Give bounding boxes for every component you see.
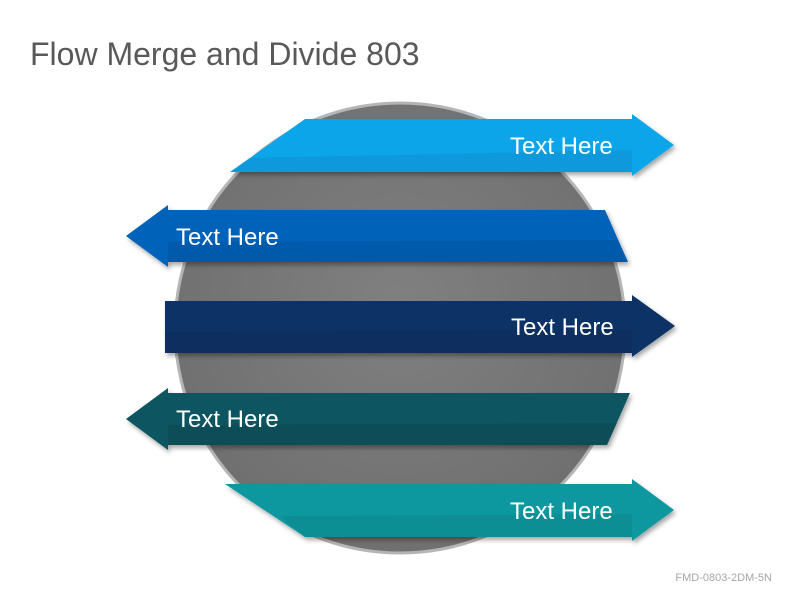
slide-title: Flow Merge and Divide 803 bbox=[30, 36, 420, 72]
arrow-3-lower-shade bbox=[165, 330, 632, 353]
arrow-4-lower-shade bbox=[168, 423, 617, 445]
arrow-1: Text Here bbox=[230, 114, 674, 176]
arrow-1-label: Text Here bbox=[510, 133, 613, 160]
arrow-2: Text Here bbox=[126, 205, 628, 267]
arrow-2-lower-shade bbox=[168, 240, 628, 262]
arrow-1-lower-shade bbox=[230, 150, 632, 172]
arrow-4: Text Here bbox=[126, 388, 630, 450]
arrow-5: Text Here bbox=[225, 479, 674, 541]
arrow-2-label: Text Here bbox=[176, 224, 279, 251]
arrow-5-lower-shade bbox=[280, 514, 632, 537]
arrow-3: Text Here bbox=[165, 295, 675, 357]
arrow-3-label: Text Here bbox=[511, 314, 614, 341]
arrow-5-label: Text Here bbox=[510, 498, 613, 525]
arrow-4-label: Text Here bbox=[176, 406, 279, 433]
slide-code: FMD-0803-2DM-5N bbox=[675, 572, 772, 584]
